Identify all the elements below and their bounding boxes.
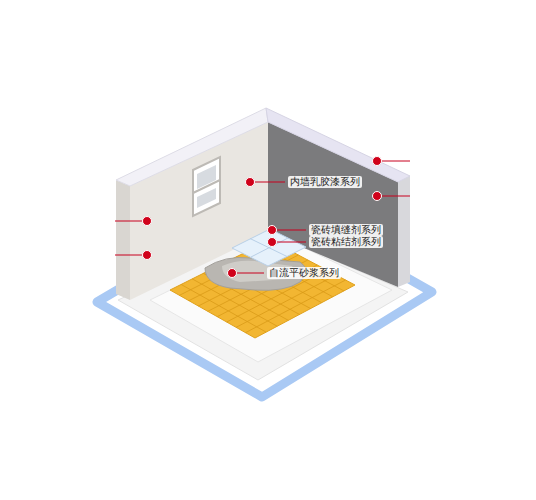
left-wall-edge	[116, 180, 130, 300]
callout-label: 内墙乳胶漆系列	[288, 176, 362, 188]
marker-dot	[246, 178, 255, 187]
window-pane	[197, 165, 216, 189]
leader-line	[272, 230, 306, 231]
marker-dot	[373, 157, 382, 166]
marker-dot	[373, 192, 382, 201]
ceramic-tiles	[232, 229, 306, 266]
right-wall-edge	[398, 176, 410, 287]
right-wall-top	[266, 108, 410, 182]
marker-dot	[268, 226, 277, 235]
window	[193, 157, 220, 216]
tile-joint	[250, 239, 287, 257]
leader-lines	[115, 161, 410, 273]
tile-joint	[251, 238, 288, 257]
window-pane	[197, 188, 216, 208]
callout-label: 自流平砂浆系列	[267, 267, 341, 279]
marker-dot	[228, 269, 237, 278]
leader-line	[250, 182, 285, 183]
marker-dots	[143, 157, 382, 278]
marker-dot	[143, 251, 152, 260]
marker-dot	[268, 238, 277, 247]
marker-dot	[143, 217, 152, 226]
callout-label: 瓷砖填缝剂系列	[309, 224, 383, 236]
callout-label: 瓷砖粘结剂系列	[309, 236, 383, 248]
leader-line	[272, 242, 306, 243]
